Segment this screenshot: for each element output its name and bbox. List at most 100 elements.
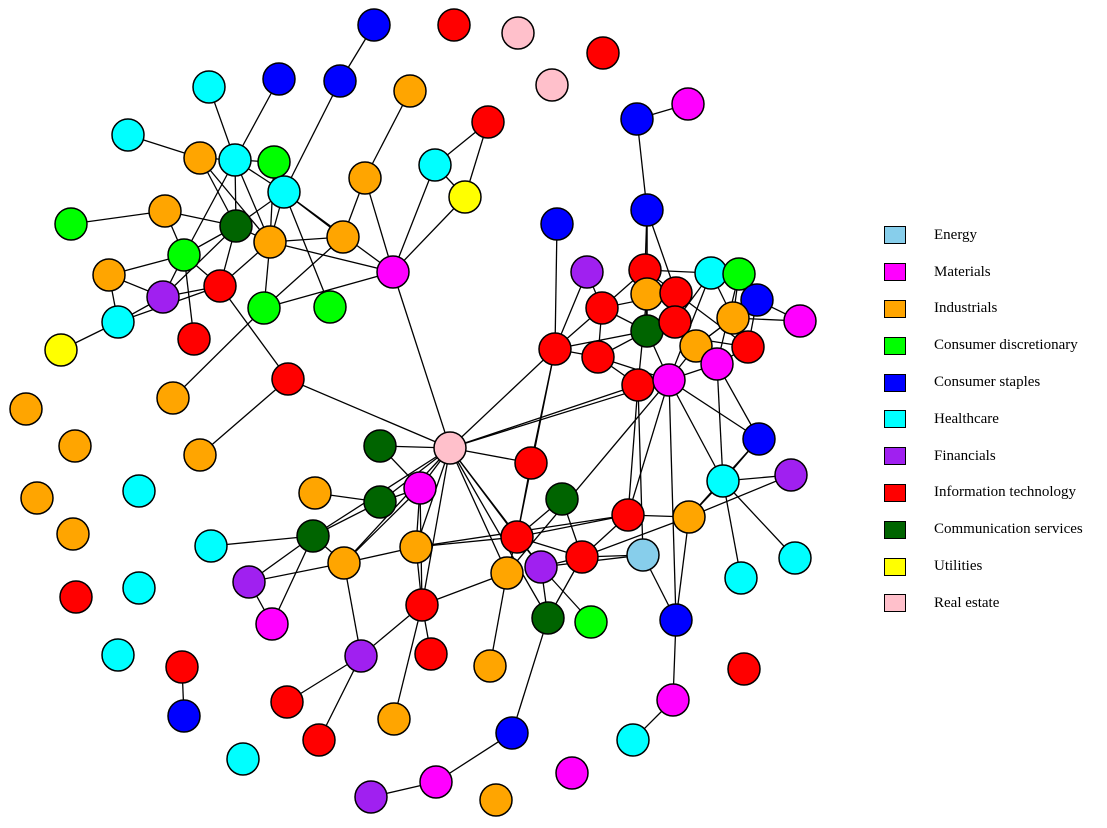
node-consumer-staples xyxy=(620,102,654,136)
node-industrials xyxy=(479,783,513,817)
node-industrials xyxy=(9,392,43,426)
node-information-technology xyxy=(165,650,199,684)
legend-label: Information technology xyxy=(934,484,1077,501)
node-financials xyxy=(146,280,180,314)
legend-item-energy: Energy xyxy=(884,217,1083,254)
legend-item-utilities: Utilities xyxy=(884,548,1083,585)
node-industrials xyxy=(473,649,507,683)
node-consumer-staples xyxy=(262,62,296,96)
edge xyxy=(449,447,508,574)
node-industrials xyxy=(393,74,427,108)
node-consumer-discretionary xyxy=(574,605,608,639)
legend-label: Utilities xyxy=(934,558,983,575)
node-consumer-staples xyxy=(495,716,529,750)
legend-label: Real estate xyxy=(934,594,1000,611)
node-real-estate xyxy=(501,16,535,50)
legend-swatch xyxy=(884,447,906,466)
edge xyxy=(516,348,556,538)
edge xyxy=(392,164,436,273)
node-communication-services xyxy=(219,209,253,243)
legend-item-industrials: Industrials xyxy=(884,291,1083,328)
edge xyxy=(627,379,670,516)
node-industrials xyxy=(148,194,182,228)
node-materials xyxy=(555,756,589,790)
node-information-technology xyxy=(59,580,93,614)
node-information-technology xyxy=(471,105,505,139)
node-materials xyxy=(403,471,437,505)
edge xyxy=(554,223,558,350)
legend-swatch xyxy=(884,299,906,318)
node-information-technology xyxy=(611,498,645,532)
node-healthcare xyxy=(778,541,812,575)
node-healthcare xyxy=(616,723,650,757)
node-information-technology xyxy=(405,588,439,622)
legend-item-consumer-discretionary: Consumer discretionary xyxy=(884,327,1083,364)
edge xyxy=(449,447,549,619)
node-healthcare xyxy=(101,305,135,339)
node-communication-services xyxy=(363,429,397,463)
node-industrials xyxy=(399,530,433,564)
node-industrials xyxy=(183,141,217,175)
edge xyxy=(516,514,629,538)
legend-label: Materials xyxy=(934,263,991,280)
node-industrials xyxy=(20,481,54,515)
edge xyxy=(393,604,423,720)
node-communication-services xyxy=(363,485,397,519)
edge xyxy=(722,480,796,559)
legend-label: Energy xyxy=(934,226,978,243)
node-materials xyxy=(656,683,690,717)
node-industrials xyxy=(348,161,382,195)
legend-label: Consumer discretionary xyxy=(934,337,1078,354)
node-industrials xyxy=(326,220,360,254)
node-energy xyxy=(626,538,660,572)
node-information-technology xyxy=(203,269,237,303)
node-industrials xyxy=(253,225,287,259)
edge xyxy=(449,348,556,449)
nodes xyxy=(9,8,817,817)
edge xyxy=(283,191,331,308)
node-information-technology xyxy=(621,368,655,402)
node-materials xyxy=(419,765,453,799)
node-consumer-discretionary xyxy=(54,207,88,241)
edge xyxy=(421,447,451,606)
node-materials xyxy=(255,607,289,641)
node-healthcare xyxy=(694,256,728,290)
node-industrials xyxy=(377,702,411,736)
node-financials xyxy=(232,565,266,599)
node-information-technology xyxy=(727,652,761,686)
node-materials xyxy=(652,363,686,397)
node-healthcare xyxy=(706,464,740,498)
node-industrials xyxy=(490,556,524,590)
edge xyxy=(668,379,677,621)
node-information-technology xyxy=(586,36,620,70)
node-information-technology xyxy=(658,305,692,339)
node-consumer-staples xyxy=(167,699,201,733)
legend-swatch xyxy=(884,557,906,576)
node-healthcare xyxy=(192,70,226,104)
node-information-technology xyxy=(500,520,534,554)
node-information-technology xyxy=(659,276,693,310)
node-healthcare xyxy=(194,529,228,563)
node-healthcare xyxy=(226,742,260,776)
edge xyxy=(675,516,690,621)
legend-label: Communication services xyxy=(934,521,1083,538)
node-consumer-staples xyxy=(357,8,391,42)
legend-swatch xyxy=(884,336,906,355)
node-information-technology xyxy=(271,362,305,396)
node-consumer-staples xyxy=(323,64,357,98)
legend-item-consumer-staples: Consumer staples xyxy=(884,364,1083,401)
node-information-technology xyxy=(302,723,336,757)
edge xyxy=(415,536,518,548)
legend-label: Financials xyxy=(934,447,996,464)
node-information-technology xyxy=(538,332,572,366)
node-communication-services xyxy=(531,601,565,635)
node-healthcare xyxy=(418,148,452,182)
edge xyxy=(343,487,421,564)
legend-item-real-estate: Real estate xyxy=(884,585,1083,622)
legend-label: Consumer staples xyxy=(934,374,1041,391)
edge xyxy=(287,378,451,449)
node-consumer-discretionary xyxy=(722,257,756,291)
node-consumer-staples xyxy=(740,283,774,317)
